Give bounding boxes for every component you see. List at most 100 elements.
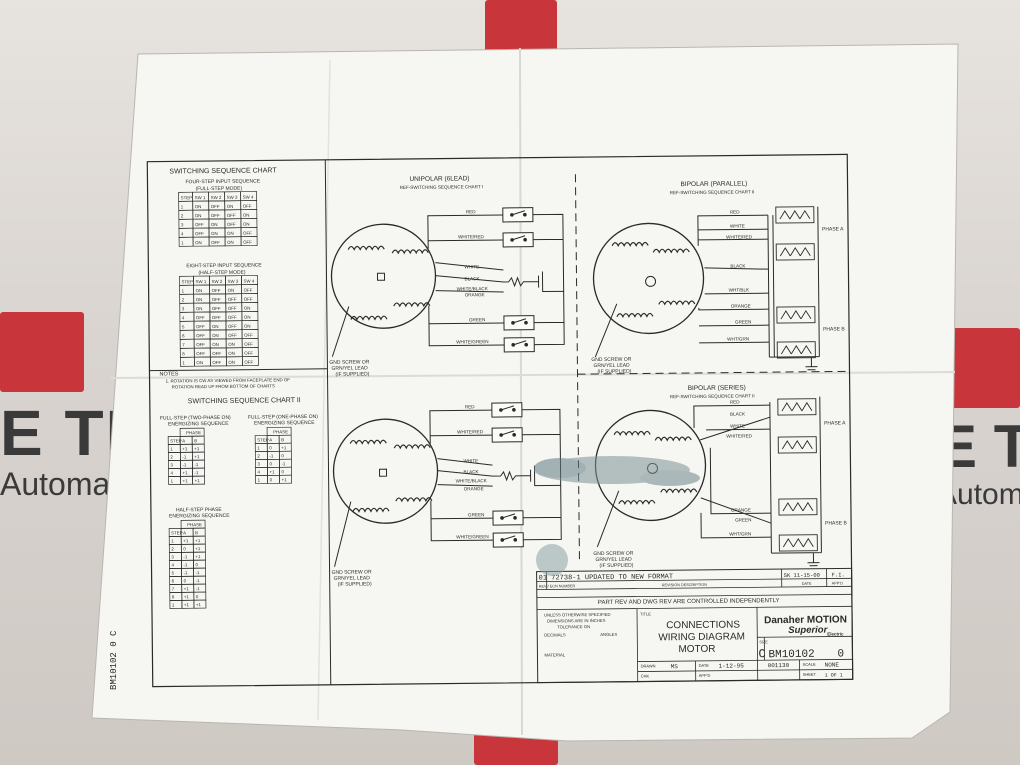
full-two-table-cell: 2 xyxy=(170,454,173,459)
eight-step-table-cell: ON xyxy=(196,360,203,365)
four-step-table-cell: ON xyxy=(211,222,218,227)
eight-step-table-cell: OFF xyxy=(244,333,253,338)
half-step-table-cell: 8 xyxy=(172,594,175,599)
full-one-title: FULL-STEP (ONE-PHASE ON) xyxy=(248,414,318,421)
eight-step-table-cell: 2 xyxy=(182,297,185,302)
full-two-table-cell: -1 xyxy=(194,462,199,467)
unipolar-top-sw4 xyxy=(503,337,535,353)
half-step-table-cell: +1 xyxy=(195,538,201,543)
full-one-table-cell: 2 xyxy=(257,454,260,459)
half-step-table-cell: +1 xyxy=(184,602,190,607)
four-step-table-cell: OFF xyxy=(195,222,204,227)
notes-label: NOTES xyxy=(159,371,178,377)
four-step-table-cell: ON xyxy=(243,213,250,218)
eight-step-table-cell: 1 xyxy=(182,360,185,365)
parallel-lead-0: RED xyxy=(730,209,740,214)
unipolar-top-lead-4: WHITE/BLACK xyxy=(457,286,489,291)
four-step-table-cell: OFF xyxy=(227,213,236,218)
unipolar-top-sw3 xyxy=(503,315,535,331)
fold-shadow-horizontal xyxy=(109,371,956,379)
revision-date-label: DATE xyxy=(802,582,812,586)
eight-step-table-cell: ON xyxy=(212,324,219,329)
full-one-table-cell: 0 xyxy=(269,445,272,450)
unipolar-motor-top xyxy=(330,213,565,357)
half-step-table-cell: -1 xyxy=(183,554,188,559)
tolerance-line-2: DIMENSIONS ARE IN INCHES xyxy=(547,618,606,624)
unipolar-bottom-lead-7: WHITE/GREEN xyxy=(456,534,488,539)
half-step-table-cell: 7 xyxy=(172,586,175,591)
drawn-date-label: DATE xyxy=(699,663,710,668)
eight-step-table-cell: OFF xyxy=(212,306,221,311)
gnd-label-3: (IF SUPPLIED) xyxy=(335,371,369,377)
four-step-table-cell: 4 xyxy=(181,231,184,236)
parallel-phase-b: PHASE B xyxy=(823,326,845,332)
series-gnd-1: GND SCREW OR xyxy=(593,551,633,557)
drawing-border xyxy=(146,153,854,688)
four-step-table-cell: OFF xyxy=(211,204,220,209)
full-one-table-cell: 1 xyxy=(257,446,260,451)
revision-date: SK 11-15-00 xyxy=(784,572,820,579)
four-step-table-cell: ON xyxy=(195,240,202,245)
eight-step-table-cell: OFF xyxy=(244,351,253,356)
four-step-table-cell: OFF xyxy=(211,240,220,245)
chart2-title: SWITCHING SEQUENCE CHART II xyxy=(188,397,301,405)
half-step-table-cell: 6 xyxy=(172,578,175,583)
title-label: TITLE xyxy=(640,611,651,616)
eight-step-table-cell: ON xyxy=(212,342,219,347)
drawing-title-3: MOTOR xyxy=(678,644,715,655)
series-gnd-2: GRN/YEL LEAD xyxy=(595,557,632,563)
four-step-table-cell: ON xyxy=(195,213,202,218)
chart1-title: SWITCHING SEQUENCE CHART xyxy=(169,167,277,175)
unipolar-top-lead-1: WHITE/RED xyxy=(458,234,485,239)
full-one-table-header-cell: STEP xyxy=(257,437,269,442)
scale-label: SCALE xyxy=(803,662,817,667)
series-lead-5: GREEN xyxy=(735,517,751,522)
half-step-table-cell: 1 xyxy=(171,538,174,543)
tolerance-line-3: TOLERANCE ON xyxy=(557,624,590,629)
eight-step-table-header-cell: SW 1 xyxy=(196,279,207,284)
notes-line-1: 1. ROTATION IS CW AS VIEWED FROM FACEPLA… xyxy=(166,377,291,383)
company-electric: Electric xyxy=(827,631,844,636)
unipolar-bottom-lead-0: RED xyxy=(465,404,475,409)
half-step-sub: ENERGIZING SEQUENCE xyxy=(169,513,230,520)
half-step-table-cell: -1 xyxy=(196,586,201,591)
full-one-table-cell: +1 xyxy=(282,477,288,482)
half-step-table-cell: 0 xyxy=(196,594,199,599)
half-step-table-cell: 1 xyxy=(172,602,175,607)
full-two-table-cell: 1 xyxy=(170,446,173,451)
revision-entry: 01 72738-1 UPDATED TO NEW FORMAT xyxy=(539,573,673,582)
four-step-table-cell: OFF xyxy=(195,231,204,236)
parallel-phase-a: PHASE A xyxy=(822,226,844,232)
eight-step-table-cell: ON xyxy=(228,288,235,293)
revision-approved: F.I. xyxy=(832,571,845,578)
eight-step-table-cell: OFF xyxy=(212,360,221,365)
side-margin-text: BM10102 0 C xyxy=(109,630,119,690)
drawing-number: BM10102 xyxy=(768,649,814,661)
half-step-table-cell: 0 xyxy=(183,546,186,551)
four-step-table-cell: OFF xyxy=(243,231,252,236)
drawn-by: MS xyxy=(671,663,679,670)
half-step-table-cell: +1 xyxy=(184,594,190,599)
full-two-table-header-cell: B xyxy=(194,438,197,443)
full-two-table-header-cell: STEP xyxy=(170,438,182,443)
eight-step-table-cell: OFF xyxy=(212,288,221,293)
full-two-table-cell: 1 xyxy=(171,478,174,483)
eight-step-table-cell: OFF xyxy=(196,351,205,356)
full-two-table-cell: +1 xyxy=(194,446,200,451)
parallel-lead-6: GREEN xyxy=(735,319,751,324)
revision-desc-label: REVISION DESCRIPTION xyxy=(662,583,707,587)
full-two-table-cell: -1 xyxy=(182,462,187,467)
eight-step-table-cell: OFF xyxy=(228,306,237,311)
series-lead-2: WHITE xyxy=(730,423,745,428)
eight-step-table-cell: ON xyxy=(196,288,203,293)
eight-step-table-cell: ON xyxy=(212,333,219,338)
gnd-label-bottom-3: (IF SUPPLIED) xyxy=(338,581,372,587)
tolerance-line-1: UNLESS OTHERWISE SPECIFIED xyxy=(544,612,611,618)
unipolar-bottom-sw1 xyxy=(491,402,523,418)
material-label: MATERIAL xyxy=(544,652,565,657)
series-lead-3: WHITE/RED xyxy=(726,433,753,438)
brand-logo-top xyxy=(485,0,557,52)
